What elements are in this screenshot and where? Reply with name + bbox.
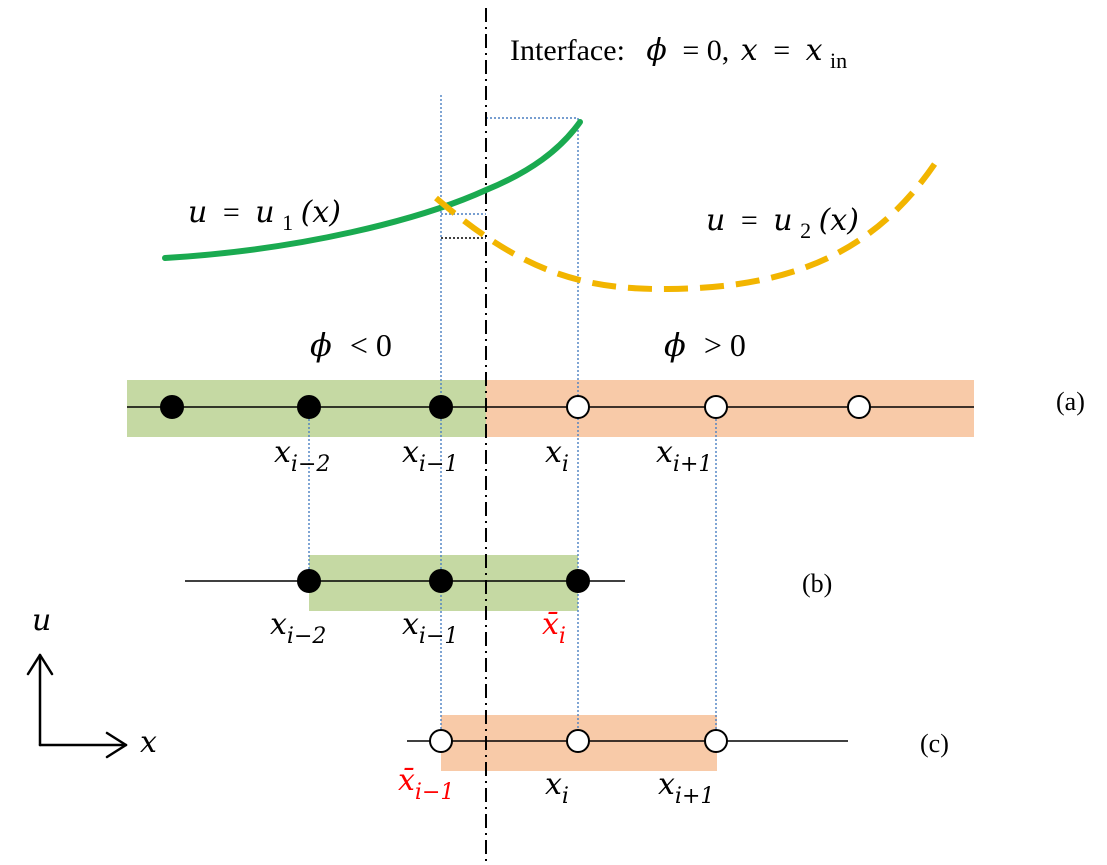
- curve-u2-label: u = u 2 (x): [706, 203, 859, 245]
- region-positive-phi: ϕ: [664, 326, 686, 364]
- row-c-nodes: [429, 729, 728, 753]
- node-c-2-hollow: [566, 729, 590, 753]
- row-b-nodes: [297, 569, 590, 593]
- axes-glyph: [26, 653, 128, 759]
- row-b-label-xbar-i: x̄i: [542, 607, 566, 649]
- row-c-label-xi: xi: [545, 767, 569, 809]
- row-b-label-xi-1-sub: i−1: [419, 624, 458, 649]
- row-a-label-xi+1-base: x: [656, 435, 673, 470]
- curve-u1-label: u = u 1 (x): [188, 195, 341, 237]
- row-a-label-xi+1-sub: i+1: [673, 452, 712, 477]
- curve-u2-label-eq: =: [741, 204, 758, 237]
- row-b-label-xi-1-base: x: [402, 607, 419, 642]
- node-b-1-filled: [297, 569, 321, 593]
- row-c-tag: (c): [920, 729, 949, 758]
- region-a-positive-band: [486, 380, 974, 437]
- region-negative-label: ϕ < 0: [310, 326, 392, 364]
- node-a-4-hollow: [566, 395, 590, 419]
- node-b-3-filled: [566, 569, 590, 593]
- row-a-label-xi-2-sub: i−2: [291, 452, 330, 477]
- curve-u1-label-f: u: [255, 195, 274, 230]
- row-a-label-xi-1-sub: i−1: [419, 452, 458, 477]
- curve-u2-label-sub: 2: [800, 218, 811, 243]
- node-b-2-filled: [429, 569, 453, 593]
- row-b-label-xi-2-base: x: [270, 607, 287, 642]
- axis-u-label: u: [32, 603, 51, 638]
- row-c-label-xi+1: xi+1: [658, 767, 714, 809]
- row-a-nodes: [160, 395, 871, 419]
- node-a-1-filled: [160, 395, 184, 419]
- axis-u-arrowhead: [26, 653, 54, 676]
- row-c-label-xbar-i-1: x̄i−1: [398, 763, 454, 805]
- row-a-label-xi-1: xi−1: [402, 435, 458, 477]
- row-a-label-xi-base: x: [545, 435, 562, 470]
- interface-label-phi: ϕ: [646, 33, 666, 68]
- guide-lines: [308, 95, 717, 741]
- row-a-label-xi-2: xi−2: [274, 435, 330, 477]
- row-b-label-xi-2-sub: i−2: [287, 624, 326, 649]
- row-c-label-xi-sub: i: [562, 784, 569, 809]
- curve-u1-label-u: u: [188, 195, 207, 230]
- row-a-label-xi: xi: [545, 435, 569, 477]
- row-c-label-xbar-i-1-sub: i−1: [415, 780, 454, 805]
- row-b-tag: (b): [802, 569, 832, 598]
- row-b-label-xi-2: xi−2: [270, 607, 326, 649]
- region-negative-rel: < 0: [350, 327, 392, 363]
- region-negative-phi: ϕ: [310, 326, 332, 364]
- node-c-1-hollow: [429, 729, 453, 753]
- row-a-label-xi+1: xi+1: [656, 435, 712, 477]
- row-a-label-xi-sub: i: [562, 452, 569, 477]
- node-a-2-filled: [297, 395, 321, 419]
- curve-u1: [162, 119, 583, 261]
- interface-label-prefix: Interface:: [510, 34, 625, 67]
- row-b-label-xbar-i-base: x̄: [542, 607, 559, 642]
- row-c-label-xi-base: x: [545, 767, 562, 802]
- axis-x-arrowhead: [105, 731, 128, 759]
- node-a-3-filled: [429, 395, 453, 419]
- row-c-label-xi+1-base: x: [658, 767, 675, 802]
- interface-label-sub: in: [830, 48, 847, 73]
- curve-u1-label-eq: =: [223, 196, 240, 229]
- row-c-label-xi+1-sub: i+1: [675, 784, 714, 809]
- curve-u2: [434, 160, 939, 293]
- curve-u1-label-sub: 1: [282, 210, 293, 235]
- curve-u2-label-f: u: [773, 203, 792, 238]
- interface-label: Interface: ϕ = 0, x = x in: [510, 33, 847, 73]
- row-a-label-xi-1-base: x: [402, 435, 419, 470]
- region-positive-label: ϕ > 0: [664, 326, 746, 364]
- node-a-6-hollow: [847, 395, 871, 419]
- axis-x-label: x: [140, 725, 157, 760]
- interface-label-x2: x: [806, 33, 823, 68]
- curve-u1-label-arg: (x): [301, 195, 341, 230]
- interface-label-eq0: = 0,: [682, 34, 729, 67]
- region-positive-rel: > 0: [704, 327, 746, 363]
- node-a-5-hollow: [704, 395, 728, 419]
- curve-u2-label-u: u: [706, 203, 725, 238]
- row-a-tag: (a): [1056, 387, 1085, 416]
- row-c-label-xbar-i-1-base: x̄: [398, 763, 415, 798]
- row-b-label-xi-1: xi−1: [402, 607, 458, 649]
- interface-label-x: x: [741, 33, 758, 68]
- interface-label-eq: =: [773, 34, 790, 67]
- row-b-label-xbar-i-sub: i: [559, 624, 566, 649]
- curve-u2-label-arg: (x): [819, 203, 859, 238]
- node-c-3-hollow: [704, 729, 728, 753]
- row-a-label-xi-2-base: x: [274, 435, 291, 470]
